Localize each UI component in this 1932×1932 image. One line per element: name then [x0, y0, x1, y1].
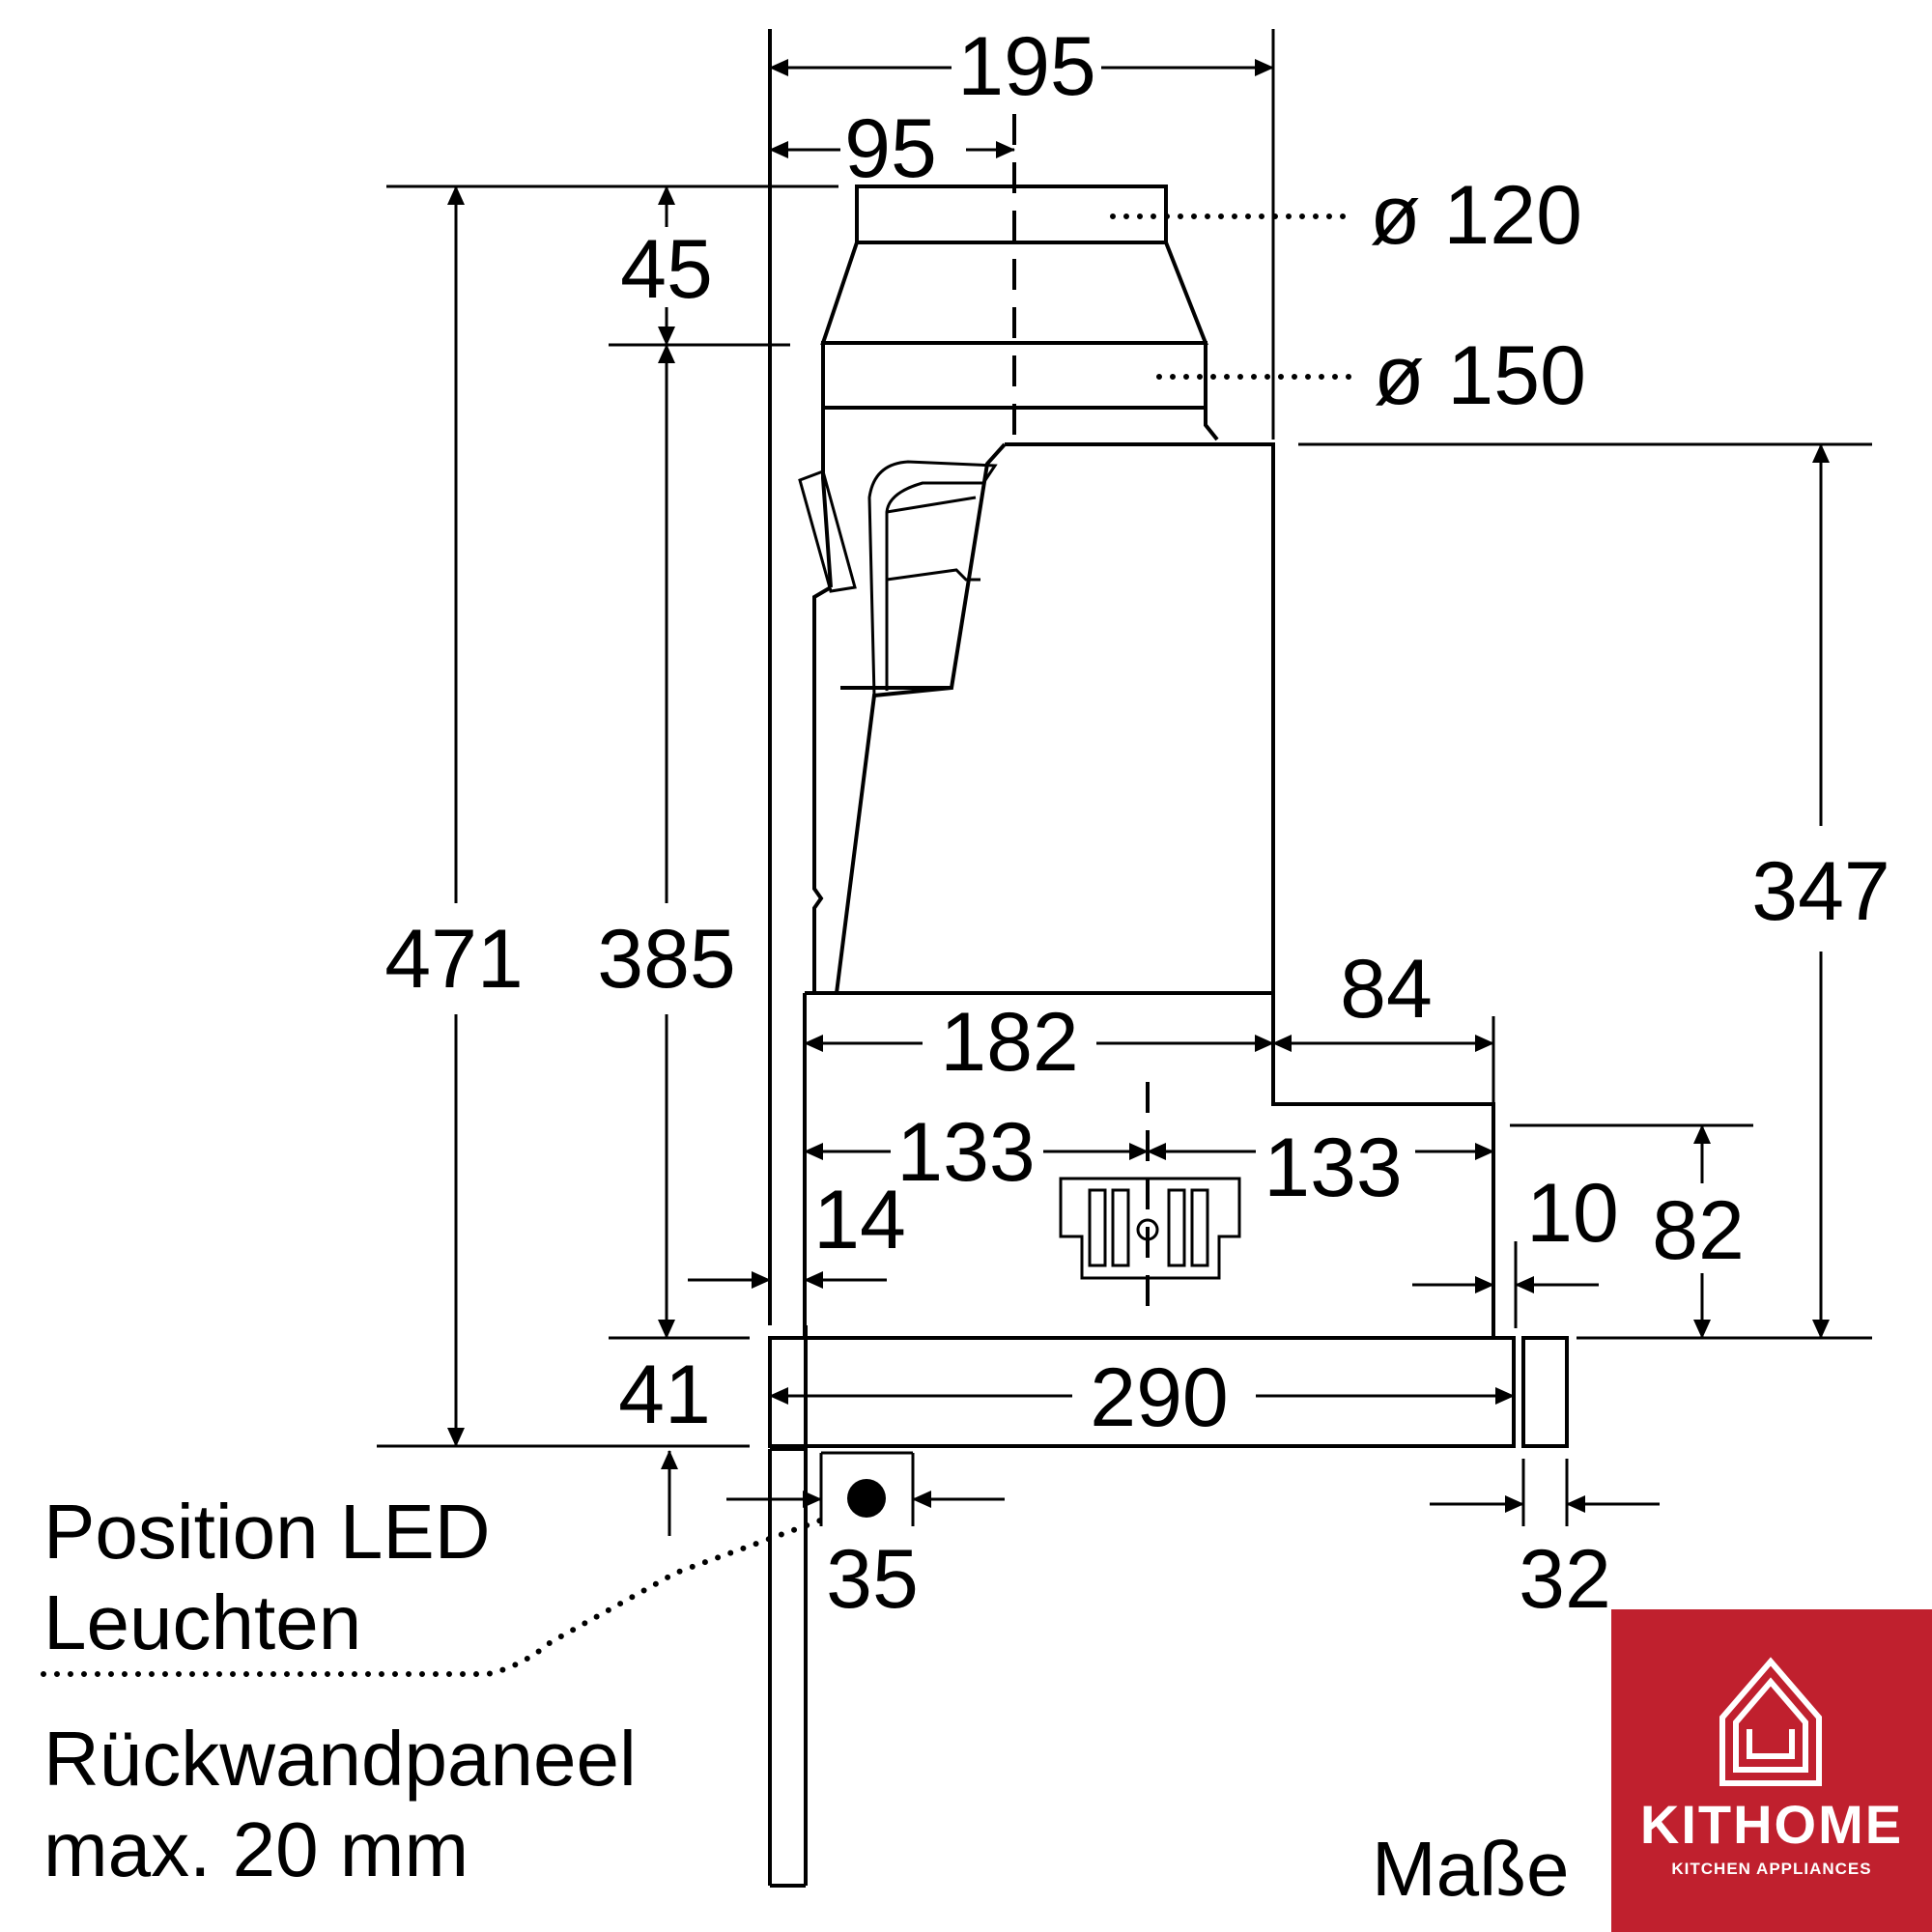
- dim-14: 14: [813, 1174, 906, 1266]
- led-label-line2: Leuchten: [43, 1579, 361, 1665]
- logo-tagline: KITCHEN APPLIANCES: [1671, 1860, 1871, 1878]
- dim-133-right: 133: [1264, 1122, 1403, 1214]
- units-label: Maße: [1372, 1826, 1570, 1912]
- dim-84: 84: [1340, 943, 1433, 1036]
- led-light: [847, 1479, 886, 1518]
- diameter-150: ø 150: [1374, 329, 1586, 422]
- panel-label-line2: max. 20 mm: [43, 1806, 469, 1892]
- dim-45: 45: [620, 223, 713, 316]
- kithome-logo: KITHOME KITCHEN APPLIANCES: [1611, 1609, 1932, 1932]
- dim-95: 95: [844, 102, 937, 195]
- center-lines: [1012, 114, 1150, 1316]
- hood-outline: [768, 185, 1569, 1518]
- dim-290: 290: [1090, 1351, 1229, 1444]
- logo-name: KITHOME: [1640, 1794, 1903, 1855]
- dim-182: 182: [940, 996, 1079, 1089]
- wall-line: [768, 29, 808, 1888]
- dim-82: 82: [1652, 1184, 1745, 1277]
- diameter-120: ø 120: [1370, 169, 1582, 262]
- dim-385: 385: [597, 913, 736, 1006]
- dim-471: 471: [384, 913, 524, 1006]
- dim-133-left: 133: [896, 1106, 1036, 1199]
- led-label-line1: Position LED: [43, 1489, 490, 1575]
- dim-347: 347: [1751, 845, 1890, 938]
- dim-32: 32: [1519, 1533, 1611, 1626]
- extension-lines: [377, 29, 1872, 1526]
- led-leader: [41, 1514, 834, 1677]
- house-icon: [1719, 1657, 1822, 1786]
- panel-label-line1: Rückwandpaneel: [43, 1716, 637, 1802]
- diameter-leaders: [1110, 213, 1355, 380]
- dim-35: 35: [826, 1533, 919, 1626]
- dimension-lines: [447, 59, 1830, 1536]
- dim-41: 41: [618, 1349, 711, 1441]
- dim-195: 195: [957, 20, 1096, 113]
- dim-10: 10: [1526, 1167, 1619, 1260]
